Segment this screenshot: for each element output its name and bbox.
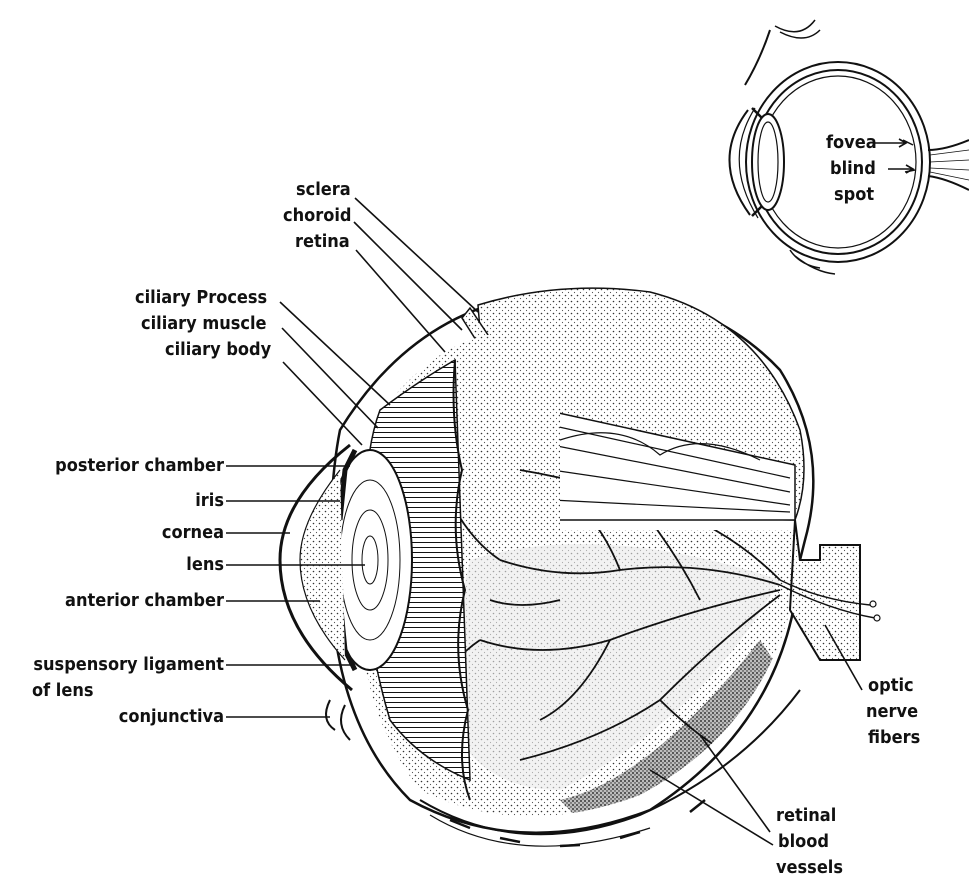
label-lens: lens	[0, 555, 224, 575]
main-eye	[280, 288, 880, 846]
label-choroid: choroid	[283, 206, 352, 226]
label-posterior-chamber: posterior chamber	[0, 456, 224, 476]
label-ciliary-body: ciliary body	[165, 340, 271, 360]
label-cornea: cornea	[0, 523, 224, 543]
label-retinal: retinal	[776, 806, 836, 826]
label-optic: optic	[868, 676, 914, 696]
label-vessels: vessels	[776, 858, 843, 878]
label-of-lens: of lens	[32, 681, 94, 701]
label-conjunctiva: conjunctiva	[0, 707, 224, 727]
label-iris: iris	[0, 491, 224, 511]
label-fovea: fovea	[826, 133, 877, 153]
label-blood: blood	[778, 832, 829, 852]
label-fibers: fibers	[868, 728, 920, 748]
label-nerve: nerve	[866, 702, 918, 722]
label-retina: retina	[295, 232, 350, 252]
label-ciliary-process: ciliary Process	[135, 288, 267, 308]
label-spot: spot	[834, 185, 874, 205]
label-ciliary-muscle: ciliary muscle	[141, 314, 267, 334]
label-sclera: sclera	[296, 180, 351, 200]
label-blind: blind	[830, 159, 876, 179]
label-suspensory-ligament: suspensory ligament	[0, 655, 224, 675]
label-anterior-chamber: anterior chamber	[0, 591, 224, 611]
